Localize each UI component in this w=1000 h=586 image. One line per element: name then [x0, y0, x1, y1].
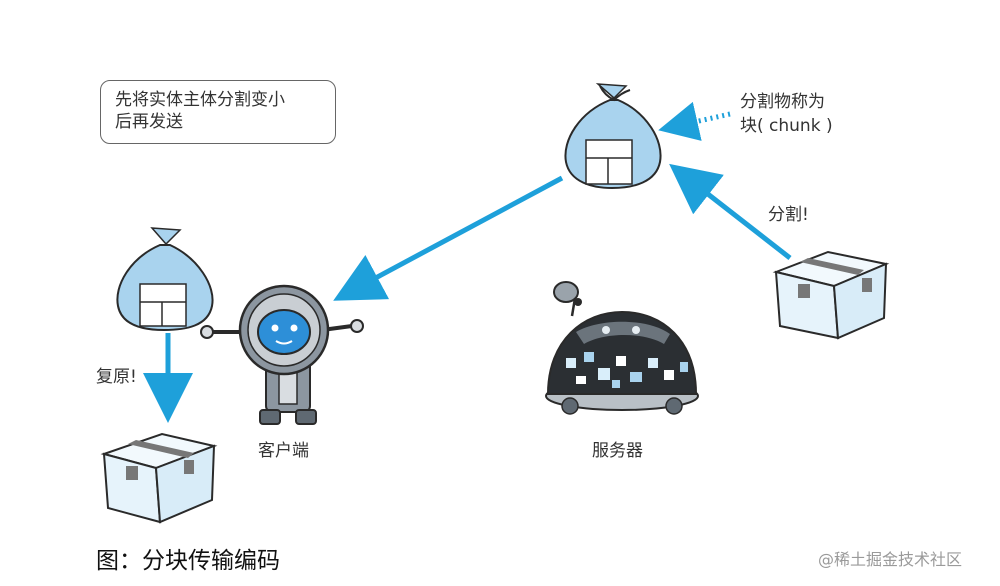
- split-label: 分割!: [768, 205, 809, 225]
- arrow-dotted-chunk-label: [658, 101, 731, 141]
- box-restored: [100, 432, 218, 524]
- chunk-bag-top: [564, 83, 662, 190]
- client-robot: [200, 284, 364, 425]
- restore-label: 复原!: [96, 367, 137, 387]
- figure-caption: 图：分块传输编码: [96, 548, 280, 574]
- client-label: 客户端: [258, 441, 309, 461]
- note-line-2: 后再发送: [115, 112, 183, 132]
- chunk-label-line-1: 分割物称为: [740, 92, 825, 112]
- chunk-label: 分割物称为 块( chunk ): [740, 90, 833, 138]
- server-dome: [545, 281, 699, 415]
- arrow-chunk-to-client: [333, 175, 564, 301]
- arrow-box-to-chunk: [669, 163, 792, 260]
- note-line-1: 先将实体主体分割变小: [115, 90, 285, 110]
- watermark: @稀土掘金技术社区: [818, 550, 963, 569]
- chunk-label-line-2: 块( chunk ): [740, 116, 833, 136]
- box-source: [772, 250, 890, 340]
- server-label: 服务器: [592, 441, 643, 461]
- chunk-bag-left: [116, 227, 214, 332]
- note-box: 先将实体主体分割变小 后再发送: [100, 80, 336, 144]
